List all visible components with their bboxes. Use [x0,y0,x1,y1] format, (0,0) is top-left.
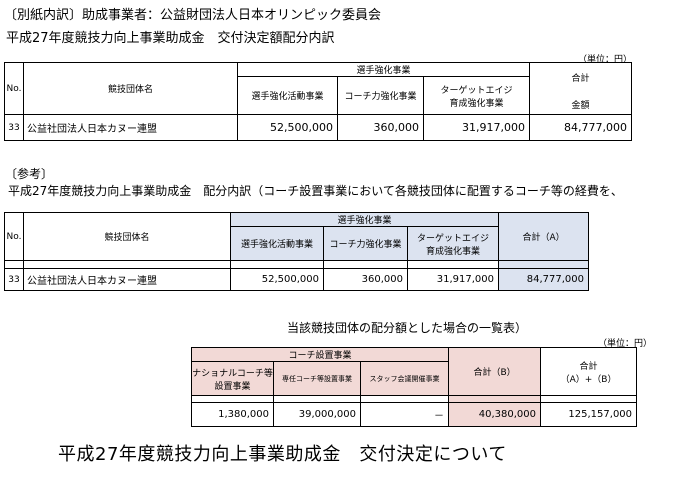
header-line-1: 〔別紙内訳〕助成事業者：公益財団法人日本オリンピック委員会 [4,8,382,23]
table3-col1-header: ナショナルコーチ等 設置事業 [191,361,274,396]
table3-total-ab-header: 合計 （A）+（B） [540,347,638,396]
ref-heading: 〔参考〕 [5,167,54,181]
table3-col3-header: スタッフ会議開催事業 [359,361,450,396]
table1-row-no: 33 [4,114,24,141]
table1-row-v1: 52,500,000 [237,114,338,141]
table1-org-header: 競技団体名 [23,62,238,115]
table1-col3-line2: 育成強化事業 [449,98,504,109]
coach-table: コーチ設置事業 合計（B） 合計 （A）+（B） ナショナルコーチ等 設置事業 … [190,347,638,427]
table2-row-v1: 52,500,000 [230,268,324,291]
ref-description: 平成27年度競技力向上事業助成金 配分内訳（コーチ設置事業において各競技団体に配… [8,184,623,198]
table1-row-total: 84,777,000 [529,114,633,141]
table3-col1-line1: ナショナルコーチ等 [192,368,273,379]
allocation-table: No. 競技団体名 選手強化事業 合計 金額 選手強化活動事業 コーチ力強化事業… [4,62,633,141]
table2-group-header: 選手強化事業 [229,212,500,227]
table1-col1-header: 選手強化活動事業 [237,76,338,115]
table1-row-v2: 360,000 [337,114,424,141]
table1-no-header: No. [4,62,24,115]
table3-row-total-b: 40,380,000 [448,402,542,427]
table3-row-total-ab: 125,157,000 [540,402,638,427]
table2-row-total: 84,777,000 [498,268,590,291]
table3-total-ab-line1: 合計 [579,361,598,372]
table1-row-v3: 31,917,000 [422,114,531,141]
table3-unit: （単位：円） [598,339,653,349]
table3-col2-header: 専任コーチ等設置事業 [273,361,361,396]
table1-amount-label: 金額 [571,101,590,111]
table3-row-v3: － [359,402,450,427]
table2-col3-header: ターゲットエイジ 育成強化事業 [406,226,500,261]
table3-total-ab-line2: （A）+（B） [560,374,617,385]
table2-total-header: 合計（A） [498,212,590,261]
footer-title: 平成27年度競技力向上事業助成金 交付決定について [58,444,507,465]
table2-row-v2: 360,000 [323,268,408,291]
table1-total-label: 合計 [571,74,590,84]
table2-org-header: 競技団体名 [23,212,231,261]
table2-row-org: 公益社団法人日本カヌー連盟 [23,268,231,291]
table3-total-b-header: 合計（B） [448,347,542,396]
table3-caption: 当該競技団体の配分額とした場合の一覧表） [287,321,528,335]
table3-row-v1: 1,380,000 [191,402,274,427]
table3-col1-line2: 設置事業 [214,381,251,392]
table2-no-header: No. [4,212,24,261]
reference-table: No. 競技団体名 選手強化事業 合計（A） 選手強化活動事業 コーチ力強化事業… [4,212,590,291]
table2-col2-header: コーチ力強化事業 [323,226,408,261]
table1-col3-line1: ターゲットエイジ [440,85,513,96]
header-line-2: 平成27年度競技力向上事業助成金 交付決定額配分内訳 [6,31,335,46]
table2-row-v3: 31,917,000 [406,268,500,291]
table2-col3-line2: 育成強化事業 [426,246,481,257]
table1-group-header: 選手強化事業 [236,62,531,77]
table1-unit: （単位：円） [578,55,633,65]
table2-row-no: 33 [4,268,24,291]
table1-col3-header: ターゲットエイジ 育成強化事業 [422,76,531,115]
table1-total-header: 合計 金額 [529,62,633,115]
table2-col3-line1: ターゲットエイジ [417,233,490,244]
table1-col2-header: コーチ力強化事業 [337,76,424,115]
table2-col1-header: 選手強化活動事業 [230,226,324,261]
table3-group-header: コーチ設置事業 [190,347,450,362]
table1-row-org: 公益社団法人日本カヌー連盟 [23,114,238,141]
table3-row-v2: 39,000,000 [273,402,361,427]
